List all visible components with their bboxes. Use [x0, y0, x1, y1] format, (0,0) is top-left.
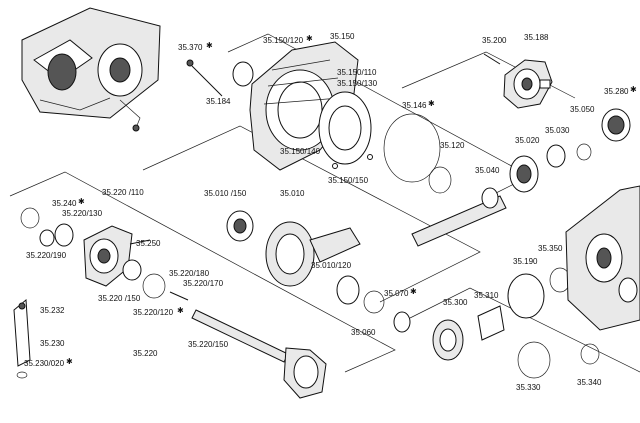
label-35188: 35.188	[524, 33, 549, 42]
label-35146: 35.146	[402, 101, 427, 110]
flange-35188	[483, 53, 553, 109]
asterisk-35220-120: ✱	[177, 306, 184, 315]
label-35150-150: 35.150/150	[328, 176, 369, 185]
label-35340: 35.340	[577, 378, 602, 387]
left-drive-group	[13, 207, 327, 399]
label-35232: 35.232	[40, 306, 65, 315]
asterisk-35280: ✱	[630, 85, 637, 94]
asterisk-35070: ✱	[410, 287, 417, 296]
label-35200: 35.200	[482, 36, 507, 45]
label-35230-020: 35.230/020	[24, 359, 65, 368]
asterisk-markers: ✱ ✱ ✱ ✱ ✱ ✱ ✱ ✱	[66, 34, 637, 366]
output-shaft-assembly	[411, 108, 631, 247]
label-35040: 35.040	[475, 166, 500, 175]
transmission-thumbnail	[21, 7, 161, 132]
label-35310: 35.310	[474, 291, 499, 300]
label-35350: 35.350	[538, 244, 563, 253]
label-35250: 35.250	[136, 239, 161, 248]
bolt-35184	[186, 59, 223, 97]
label-35220-130: 35.220/130	[62, 209, 103, 218]
label-35300: 35.300	[443, 298, 468, 307]
label-35220-150: 35.220 /150	[98, 294, 141, 303]
label-35220: 35.220	[133, 349, 158, 358]
asterisk-35240: ✱	[78, 197, 85, 206]
label-35010: 35.010	[280, 189, 305, 198]
label-35220-170: 35.220/170	[183, 279, 224, 288]
label-35190: 35.190	[513, 257, 538, 266]
label-35370: 35.370	[178, 43, 203, 52]
differential-crown-wheel	[226, 210, 411, 333]
label-35184: 35.184	[206, 97, 231, 106]
label-35050: 35.050	[570, 105, 595, 114]
label-35150: 35.150	[330, 32, 355, 41]
label-35220-110: 35.220 /110	[102, 188, 144, 197]
label-35010-150: 35.010 /150	[204, 189, 247, 198]
label-35240: 35.240	[52, 199, 77, 208]
label-35280: 35.280	[604, 87, 629, 96]
label-35220-180: 35.220/180	[169, 269, 210, 278]
housing-cover	[232, 41, 452, 194]
label-35070: 35.070	[384, 289, 409, 298]
asterisk-35370: ✱	[206, 41, 213, 50]
label-35060: 35.060	[351, 328, 376, 337]
part-labels: 35.370 35.184 35.150/120 35.150 35.150/1…	[24, 32, 629, 392]
label-35220-190: 35.220/190	[26, 251, 67, 260]
asterisk-35230-020: ✱	[66, 357, 73, 366]
label-35230: 35.230	[40, 339, 65, 348]
label-35220-120: 35.220/120	[133, 308, 174, 317]
label-35330: 35.330	[516, 383, 541, 392]
asterisk-35146: ✱	[428, 99, 435, 108]
label-35150-130: 35.150/130	[337, 79, 378, 88]
label-35220-150b: 35.220/150	[188, 340, 229, 349]
asterisk-35150-120: ✱	[306, 34, 313, 43]
label-35030: 35.030	[545, 126, 570, 135]
lower-right-parts	[432, 185, 640, 379]
label-35150-110: 35.150/110	[337, 68, 377, 77]
label-35010-120: 35.010/120	[311, 261, 352, 270]
label-35020: 35.020	[515, 136, 540, 145]
label-35120: 35.120	[440, 141, 465, 150]
label-35150-120: 35.150/120	[263, 36, 304, 45]
label-35150-140: 35.150/140	[280, 147, 321, 156]
